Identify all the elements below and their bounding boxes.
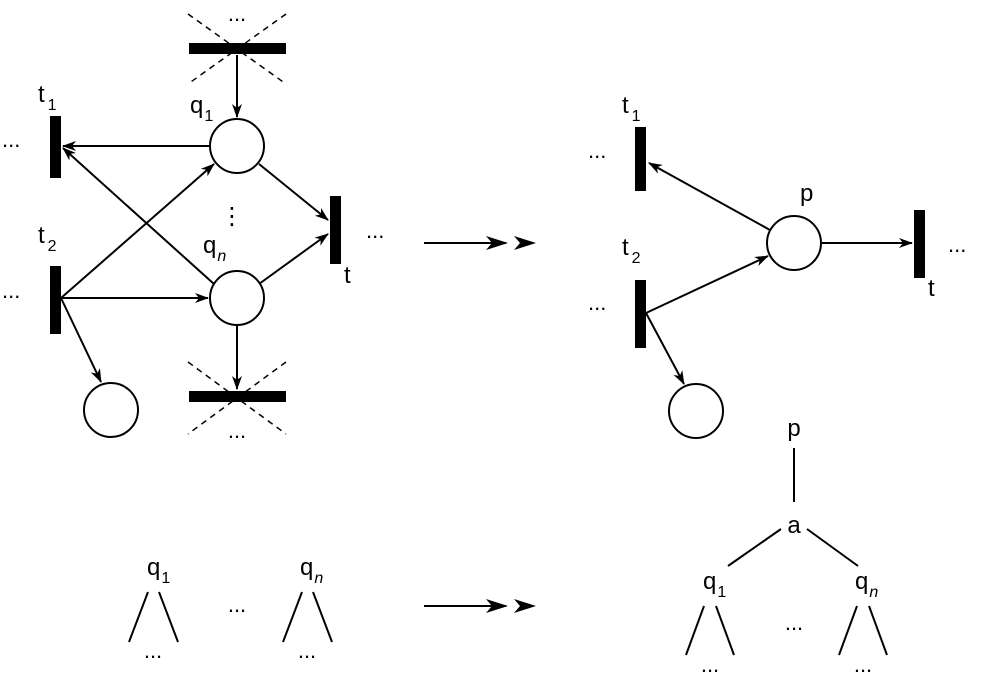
place-p <box>766 215 822 271</box>
edge-t2-to-q1 <box>60 163 215 299</box>
tree-q1-left-side <box>128 591 149 643</box>
right-tree-node-a: a <box>787 512 801 539</box>
tree-qn-dots: ... <box>298 638 316 663</box>
tree-q1: q1 ... <box>128 554 179 663</box>
right-subtree-qn: qn ... <box>838 568 888 677</box>
edge-t2-to-extra-place <box>60 297 102 383</box>
t1-dots: ... <box>2 127 20 152</box>
right-subtree-q1-left-side <box>685 605 705 656</box>
label-t-right: t <box>928 275 935 302</box>
right-subtree-qn-label: qn <box>855 568 878 601</box>
t2-dots: ... <box>2 278 20 303</box>
arrowhead-3 <box>486 599 508 613</box>
arrowhead-2 <box>514 236 536 250</box>
edge-t2-to-p <box>645 255 769 314</box>
right-tree: p a q1 ... ... qn ... <box>685 415 888 677</box>
vertical-dots: ⋮ <box>220 203 244 230</box>
label-q1: q1 <box>190 92 213 125</box>
tree-qn-label: qn <box>300 554 323 587</box>
arrowhead-1 <box>486 236 508 250</box>
tree-q1-label: q1 <box>147 554 170 587</box>
t1-dots-right: ... <box>588 138 606 163</box>
right-subtree-qn-dots: ... <box>854 652 872 677</box>
bottom-removed-transition <box>189 391 286 402</box>
right-subtree-qn-right-side <box>868 605 888 656</box>
transition-t2 <box>50 266 61 334</box>
label-t: t <box>344 262 351 289</box>
right-subtree-q1-dots: ... <box>701 652 719 677</box>
top-removed-transition <box>189 43 286 54</box>
top-transition-dots: ... <box>228 1 246 26</box>
edge-t2-to-extra-place-right <box>645 312 685 385</box>
trees-middle-dots: ... <box>228 592 246 617</box>
label-p: p <box>800 180 813 207</box>
place-qn <box>209 270 265 326</box>
tree-q1-dots: ... <box>144 638 162 663</box>
t-dots-right: ... <box>948 232 966 257</box>
place-q1 <box>209 118 265 174</box>
transition-t2-right <box>635 280 646 348</box>
tree-q1-right-side <box>158 591 179 643</box>
tree-qn-left-side <box>282 591 303 643</box>
edge-p-to-t1 <box>648 162 771 231</box>
t-dots: ... <box>366 218 384 243</box>
place-extra <box>83 382 139 438</box>
transition-t1 <box>50 116 61 178</box>
right-subtree-q1: q1 ... <box>685 568 735 677</box>
transition-t-right <box>914 210 925 278</box>
tree-qn: qn ... <box>282 554 333 663</box>
rewrite-arrow-bottom <box>424 599 536 613</box>
right-subtree-q1-right-side <box>715 605 735 656</box>
right-subtree-qn-left-side <box>838 605 858 656</box>
transition-t <box>330 196 341 264</box>
rewrite-arrow-top <box>424 236 536 250</box>
transition-t1-right <box>635 127 646 191</box>
bottom-transition-dots: ... <box>228 418 246 443</box>
edge-q1-to-t <box>258 163 329 221</box>
right-tree-a-to-qn <box>806 528 859 567</box>
arrowhead-4 <box>514 599 536 613</box>
edge-qn-to-t1 <box>62 147 215 285</box>
left-trees: q1 ... ... qn ... <box>128 554 333 663</box>
edge-qn-to-t <box>258 233 329 285</box>
label-qn: qn <box>203 232 226 265</box>
place-extra-right <box>668 383 724 439</box>
t2-dots-right: ... <box>588 290 606 315</box>
right-subtree-q1-label: q1 <box>703 568 726 601</box>
right-tree-middle-dots: ... <box>785 610 803 635</box>
right-tree-root-p: p <box>787 415 800 442</box>
right-tree-a-to-q1 <box>727 528 782 567</box>
tree-qn-right-side <box>312 591 333 643</box>
